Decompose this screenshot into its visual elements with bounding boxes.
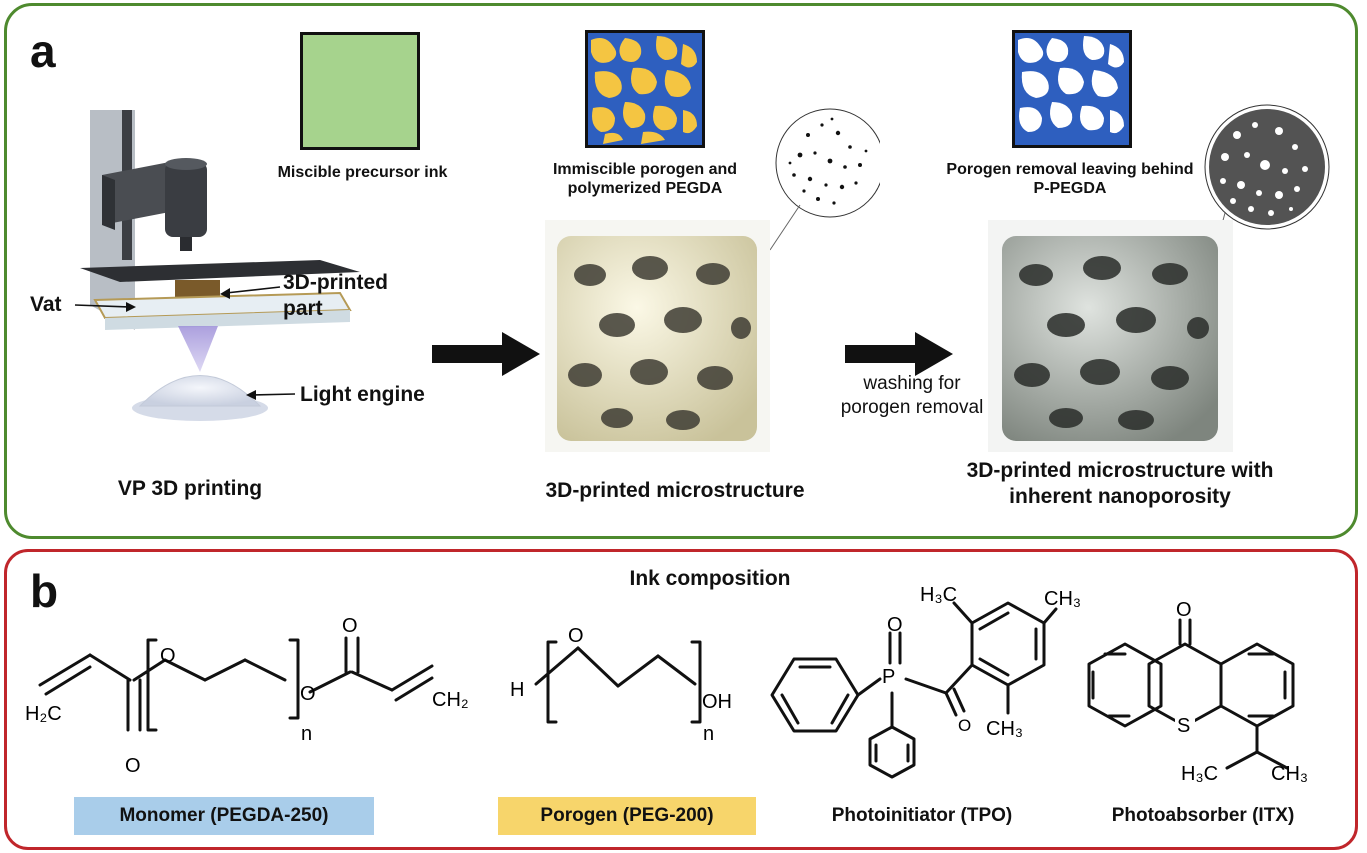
structure-tpo: P O O H₃C CH₃ CH₃ — [770, 584, 1081, 779]
tag-photoinitiator-tpo: Photoinitiator (TPO) — [831, 805, 1013, 826]
zoom-circle-porous — [770, 108, 880, 251]
atom-ch3-top-right: CH₃ — [1044, 588, 1081, 610]
structure-peg-200: H O OH n — [510, 625, 732, 745]
atom-ch3-bottom: CH₃ — [986, 718, 1023, 740]
panel-b-title: Ink composition — [629, 567, 791, 590]
swatch-porogen-removal — [1012, 30, 1132, 148]
panel-a-frame — [4, 3, 1358, 539]
label-washing-for-porogen-removal: washing for porogen removal — [840, 373, 984, 418]
panel-b-frame — [4, 549, 1358, 850]
atom-h3c: H₃C — [1181, 763, 1218, 785]
tag-photoabsorber-itx: Photoabsorber (ITX) — [1111, 805, 1295, 826]
vp-printer-illustration — [74, 110, 360, 421]
atom-p: P — [882, 666, 895, 688]
label-light-engine: Light engine — [300, 383, 425, 406]
atom-h2c-left: H₂C — [25, 703, 62, 725]
gyroid-microstructure — [545, 220, 770, 452]
light-beam — [178, 326, 218, 372]
arrow-print-to-structure — [432, 332, 540, 376]
print-head — [165, 162, 207, 237]
structure-itx: S O H₃C CH₃ — [1087, 599, 1308, 785]
atom-s: S — [1177, 715, 1190, 737]
caption-immiscible-porogen: Immiscible porogen and polymerized PEGDA — [552, 161, 738, 198]
caption-vp-3d-printing: VP 3D printing — [117, 477, 263, 500]
build-platform — [80, 260, 360, 282]
atom-ether-o-left: O — [160, 645, 176, 667]
label-3d-printed-part: 3D-printed part — [283, 271, 388, 321]
tag-porogen-peg-200: Porogen (PEG-200) — [498, 797, 756, 835]
atom-carbonyl-o-left: O — [125, 755, 141, 777]
gyroid-nanoporous-microstructure — [988, 220, 1233, 452]
printer-arm — [102, 160, 180, 225]
atom-ch3: CH₃ — [1271, 763, 1308, 785]
tag-monomer-pegda-250: Monomer (PEGDA-250) — [74, 797, 374, 835]
caption-microstructure-nanoporosity: 3D-printed microstructure with inherent … — [966, 459, 1274, 509]
panel-a-letter: a — [30, 25, 56, 77]
structure-pegda-250: H₂C O O O n O CH₂ — [25, 615, 469, 777]
caption-porogen-removal: Porogen removal leaving behind P-PEGDA — [946, 161, 1194, 198]
panel-b-letter: b — [30, 565, 59, 617]
atom-oh: OH — [702, 691, 732, 713]
atom-phosphoryl-o: O — [887, 614, 903, 636]
arrow-washing — [845, 332, 953, 376]
atom-carbonyl-o: O — [1176, 599, 1192, 621]
label-vat: Vat — [30, 293, 62, 316]
atom-subscript-n: n — [301, 723, 312, 745]
atom-ch2-right: CH₂ — [432, 689, 469, 711]
swatch-immiscible-porogen — [585, 30, 705, 148]
atom-ether-o: O — [568, 625, 584, 647]
caption-miscible-precursor-ink: Miscible precursor ink — [277, 164, 448, 181]
atom-ester-o: O — [300, 683, 316, 705]
atom-carbonyl-o-right: O — [342, 615, 358, 637]
atom-carbonyl-o: O — [958, 716, 971, 735]
swatch-miscible-ink — [300, 32, 420, 150]
atom-h3c-top: H₃C — [920, 584, 957, 606]
atom-h: H — [510, 679, 524, 701]
atom-subscript-n: n — [703, 723, 714, 745]
caption-3d-printed-microstructure: 3D-printed microstructure — [545, 479, 805, 502]
